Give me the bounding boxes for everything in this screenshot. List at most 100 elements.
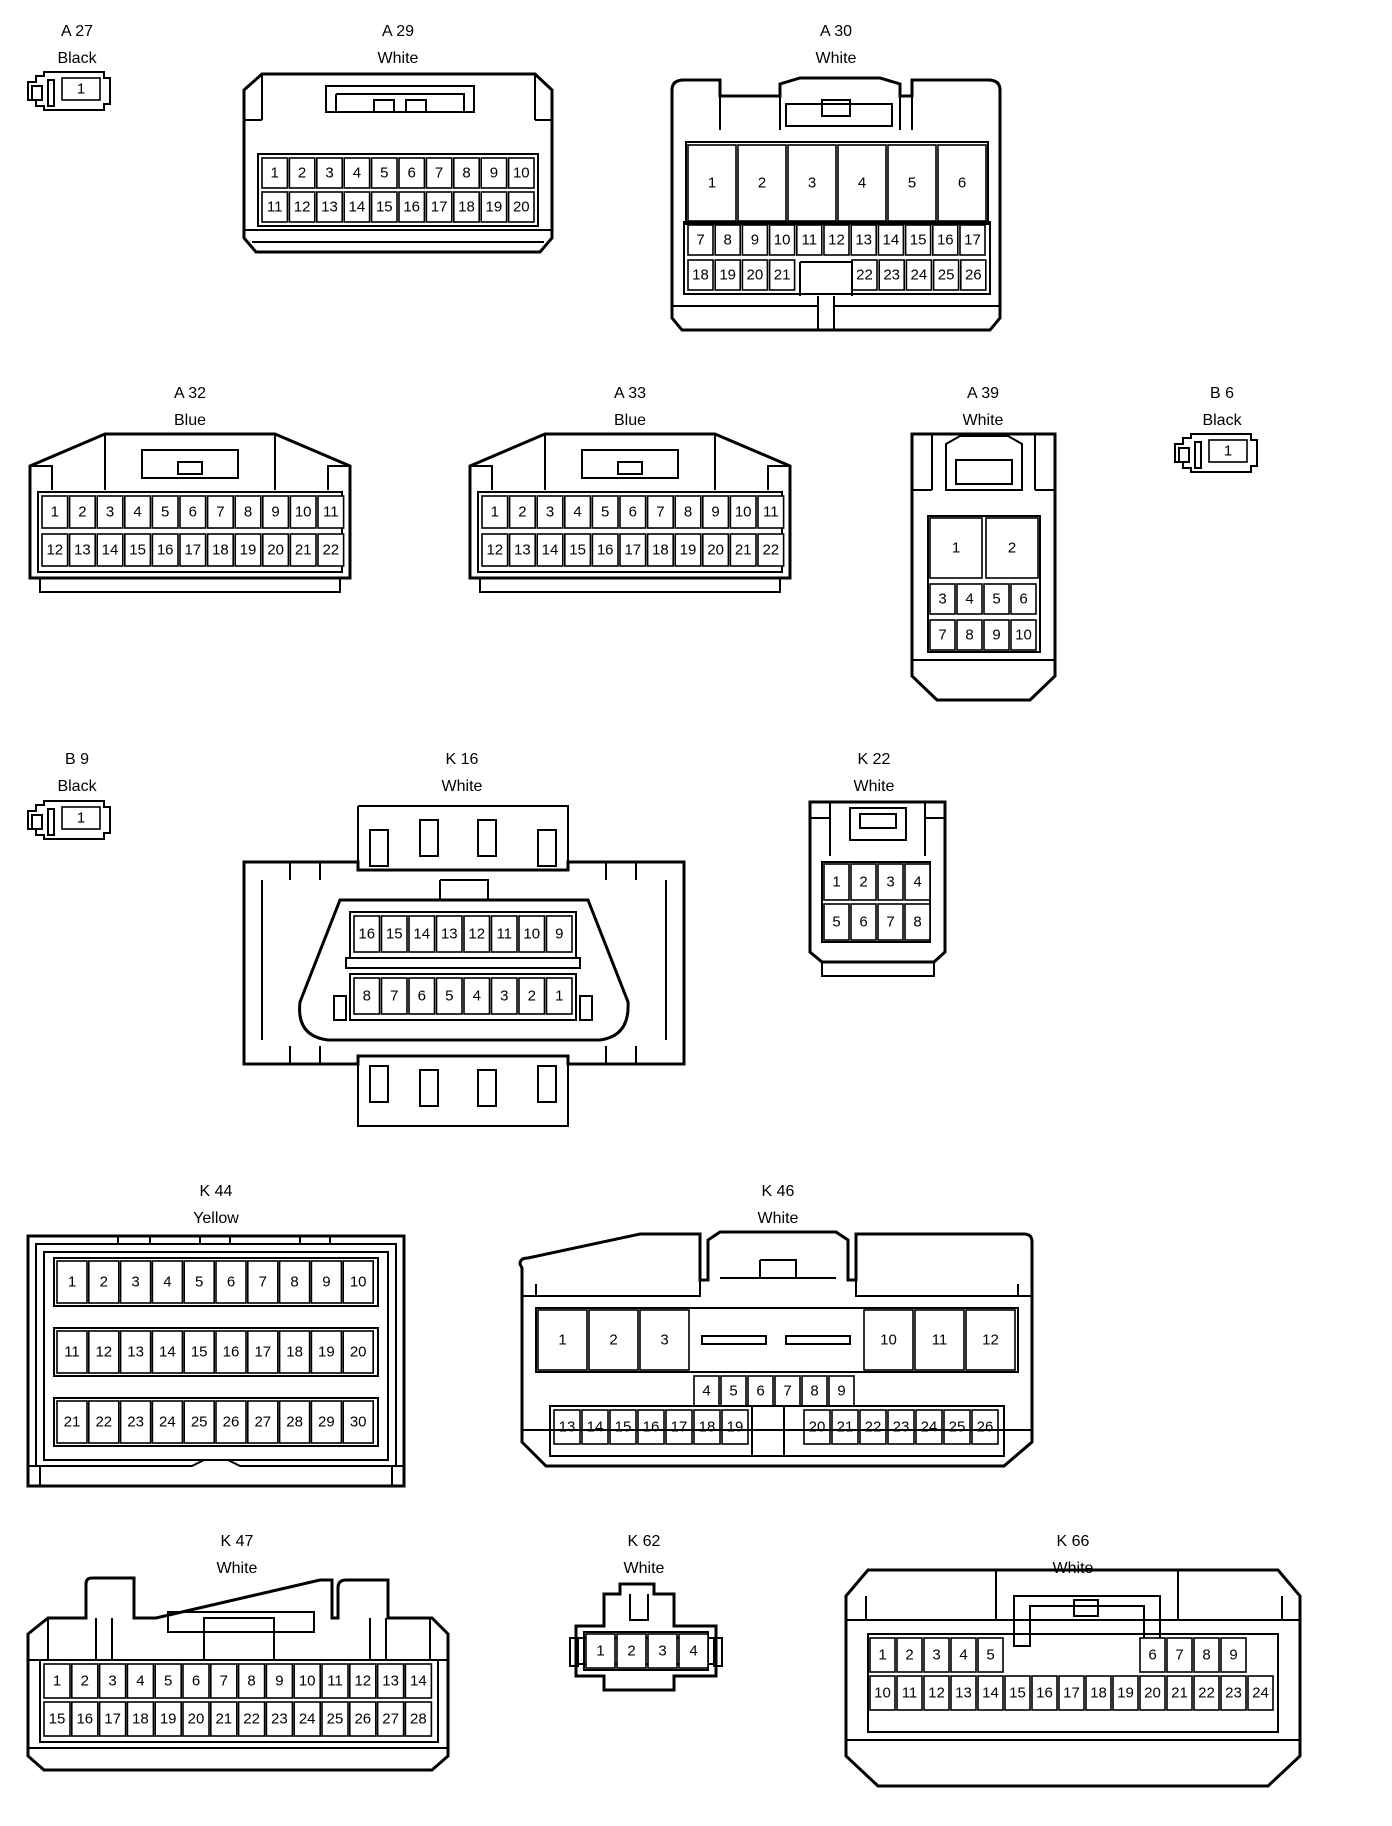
pin-cell — [315, 191, 343, 223]
pin-number: 23 — [893, 1419, 910, 1436]
pin-cell — [508, 533, 537, 567]
pin-number: 1 — [1224, 443, 1232, 460]
pin-number: 25 — [949, 1419, 966, 1436]
pin-cell — [507, 191, 535, 223]
pin-number: 20 — [188, 1711, 205, 1728]
pin-number: 10 — [874, 1685, 891, 1702]
pin-cell — [536, 533, 564, 567]
pin-number: 18 — [132, 1711, 149, 1728]
pin-cell — [310, 1260, 343, 1304]
pin-number: 24 — [921, 1419, 938, 1436]
pin-cell — [929, 583, 956, 615]
pin-number: 17 — [431, 199, 448, 216]
pin-number: 13 — [559, 1419, 576, 1436]
pin-cell — [1193, 1637, 1220, 1673]
pin-number: 6 — [756, 1383, 764, 1400]
pin-cell — [370, 157, 398, 189]
pin-cell — [151, 1330, 184, 1374]
pin-cell — [234, 533, 262, 567]
pin-number: 20 — [707, 542, 724, 559]
pin-number: 6 — [859, 914, 867, 931]
pin-number: 3 — [658, 1643, 666, 1660]
pin-cell — [261, 495, 290, 529]
pin-cell — [376, 1663, 405, 1699]
pin-cell — [151, 1260, 184, 1304]
pin-number: 5 — [445, 988, 453, 1005]
pin-cell — [904, 863, 931, 901]
a29-color-label: White — [378, 50, 419, 67]
pin-number: 12 — [46, 542, 63, 559]
pin-number: 1 — [878, 1647, 886, 1664]
pin-cell — [545, 915, 573, 953]
pin-cell — [869, 1675, 896, 1711]
pin-number: 14 — [410, 1673, 427, 1690]
pin-cell — [687, 224, 714, 256]
pin-cell — [183, 1400, 215, 1444]
pin-cell — [646, 495, 674, 529]
pin-cell — [183, 1330, 215, 1374]
pin-cell — [878, 259, 906, 291]
pin-number: 5 — [195, 1274, 203, 1291]
pin-cell — [43, 1663, 71, 1699]
pin-number: 26 — [354, 1711, 371, 1728]
pin-number: 22 — [865, 1419, 882, 1436]
pin-cell — [859, 1409, 887, 1445]
pin-cell — [56, 1330, 88, 1374]
pin-number: 12 — [928, 1685, 945, 1702]
pin-number: 2 — [609, 1332, 617, 1349]
pin-number: 6 — [192, 1673, 200, 1690]
pin-number: 7 — [1175, 1647, 1183, 1664]
pin-cell — [463, 915, 491, 953]
pin-cell — [795, 224, 823, 256]
pin-number: 13 — [855, 232, 872, 249]
pin-cell — [588, 1309, 639, 1371]
pin-number: 8 — [810, 1383, 818, 1400]
pin-number: 1 — [555, 988, 563, 1005]
pin-number: 12 — [354, 1673, 371, 1690]
pin-number: 6 — [958, 175, 966, 192]
pin-number: 1 — [51, 504, 59, 521]
pin-number: 22 — [243, 1711, 260, 1728]
pin-cell — [518, 977, 546, 1015]
pin-number: 4 — [163, 1274, 171, 1291]
pin-number: 6 — [629, 504, 637, 521]
b9-color-label: Black — [57, 778, 97, 795]
a32-color-label: Blue — [174, 412, 206, 429]
pin-number: 14 — [349, 199, 366, 216]
pin-cell — [720, 1375, 747, 1407]
pin-number: 7 — [938, 627, 946, 644]
pin-number: 3 — [932, 1647, 940, 1664]
pin-cell — [905, 259, 933, 291]
pin-cell — [609, 1409, 637, 1445]
pin-number: 11 — [267, 199, 283, 216]
pin-number: 8 — [724, 232, 732, 249]
pin-cell — [851, 259, 878, 291]
pin-cell — [693, 1409, 721, 1445]
pin-number: 9 — [1229, 1647, 1237, 1664]
pin-cell — [452, 157, 480, 189]
pin-number: 1 — [596, 1643, 604, 1660]
pin-number: 17 — [254, 1344, 271, 1361]
pin-cell — [342, 1260, 375, 1304]
pin-number: 8 — [462, 165, 470, 182]
pin-number: 23 — [127, 1414, 144, 1431]
pin-number: 24 — [1252, 1685, 1269, 1702]
pin-number: 17 — [184, 542, 201, 559]
pin-cell — [404, 1701, 433, 1737]
pin-cell — [956, 619, 983, 651]
pin-number: 10 — [880, 1332, 897, 1349]
pin-number: 2 — [81, 1673, 89, 1690]
pin-number: 15 — [191, 1344, 208, 1361]
b9-id-label: B 9 — [65, 751, 89, 768]
pin-number: 25 — [191, 1414, 208, 1431]
pin-cell — [179, 495, 207, 529]
pin-cell — [674, 533, 702, 567]
k22-id-label: K 22 — [858, 751, 891, 768]
pin-number: 13 — [514, 542, 531, 559]
